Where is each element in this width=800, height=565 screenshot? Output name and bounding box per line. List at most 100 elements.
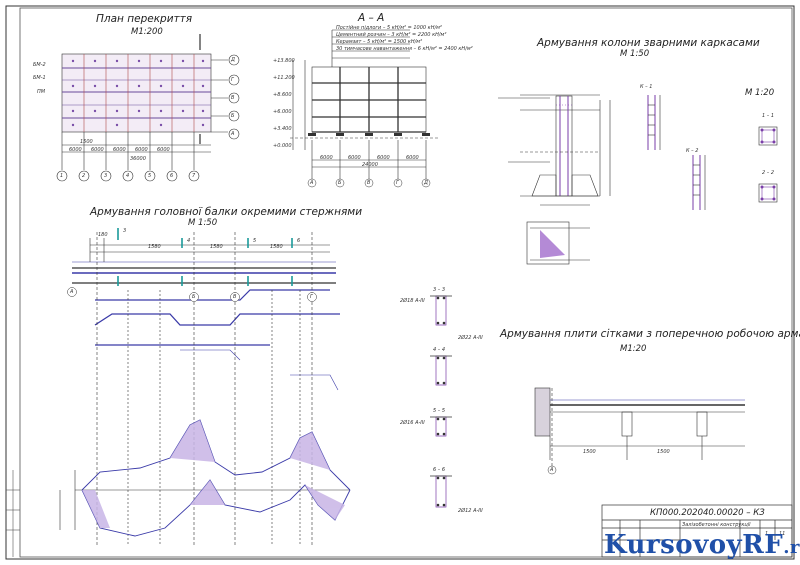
plan-dim-total: 36000	[130, 156, 146, 162]
title-block-code: КП000.202040.00020 – КЗ	[650, 508, 765, 518]
column-section-k2: К – 2	[686, 148, 699, 154]
plan-dim-6: 6000	[157, 147, 170, 153]
section-dim-4: 6000	[406, 155, 419, 161]
section-load-1: Постійне підлоги – 5 кН/м² = 1000 кН/м²	[336, 25, 442, 31]
rebar-label-2: 2Ø22 А-ІІІ	[458, 335, 483, 341]
rebar-label-4: 2Ø12 А-ІІІ	[458, 508, 483, 514]
row-axis-b: Б	[231, 113, 235, 119]
plan-dim-1: 1500	[80, 139, 93, 145]
section-axis-bubbles	[307, 178, 431, 188]
floor-plan	[61, 34, 228, 170]
col-axis-4: 4	[126, 173, 130, 179]
main-beam-cut-marks	[117, 228, 293, 286]
column-section-2-2: 2 – 2	[762, 170, 775, 176]
main-beam-dim-3: 1580	[210, 244, 223, 250]
section-footings	[308, 133, 430, 136]
section-axis-g: Г	[396, 180, 399, 186]
title-block-sheet-num: 1	[765, 531, 769, 537]
section-dim-3: 6000	[377, 155, 390, 161]
rebar-label-3: 2Ø16 А-ІІІ	[400, 420, 425, 426]
section-load-4: 30 тимчасове навантаження – 6 кН/м² = 24…	[336, 46, 473, 52]
section-axis-v: В	[367, 180, 371, 186]
plan-dim-4: 6000	[113, 147, 126, 153]
col-axis-2: 2	[82, 173, 86, 179]
column-scale-2: М 1:20	[745, 88, 775, 98]
level-1: +13.800	[273, 58, 295, 64]
level-2: +11.200	[273, 75, 295, 81]
beam-label-bm1: БМ-1	[33, 75, 46, 81]
beam-section-3-3: 3 – 3	[433, 287, 446, 293]
row-axis-g: Г	[231, 77, 234, 83]
main-beam-axis-b: Б	[192, 294, 196, 300]
beam-label-bm2: БМ-2	[33, 62, 46, 68]
section-load-2: Цементний розчин – 3 кН/м² = 2200 кН/м²	[336, 32, 447, 38]
section-title: А – А	[358, 12, 385, 24]
col-axis-6: 6	[170, 173, 174, 179]
column-section-1-1: 1 – 1	[762, 113, 775, 119]
left-stamp-strip	[6, 470, 20, 557]
col-axis-1: 1	[60, 173, 64, 179]
beam-envelope-hatch	[82, 420, 345, 528]
row-axis-v: В	[231, 95, 235, 101]
level-3: +8.600	[273, 92, 292, 98]
plan-dim-2: 6000	[69, 147, 82, 153]
main-beam-scale: М 1:50	[188, 218, 218, 228]
section-a-a	[290, 29, 440, 180]
col-axis-5: 5	[148, 173, 152, 179]
column-section-k1: К – 1	[640, 84, 653, 90]
cut-mark-5: 5	[253, 238, 257, 244]
main-beam-axis-bubbles	[67, 287, 317, 302]
section-dim-1: 6000	[320, 155, 333, 161]
main-beam	[59, 232, 350, 545]
row-axis-d: Д	[231, 57, 235, 63]
main-beam-dim-1: 180	[98, 232, 108, 238]
beam-section-4-4: 4 – 4	[433, 347, 446, 353]
section-load-3: Керамзит – 5 кН/м² = 1500 кН/м²	[336, 39, 423, 45]
column-detail	[498, 94, 778, 265]
floor-plan-title: План перекриття	[96, 13, 193, 25]
section-dim-2: 6000	[348, 155, 361, 161]
title-block-sheets: 11	[779, 531, 786, 537]
slab-axis-bubble	[547, 465, 557, 475]
column-hatches	[540, 128, 776, 258]
beam-cross-sections	[430, 295, 452, 508]
cut-mark-6: 6	[297, 238, 301, 244]
title-block-sheet-name: Залізобетонні конструкції	[682, 522, 751, 528]
main-beam-axis-v: В	[233, 294, 237, 300]
main-beam-dim-4: 1580	[270, 244, 283, 250]
level-6: +0.000	[273, 143, 292, 149]
watermark-brand: KursovoyRF	[604, 530, 784, 560]
slab-dim-2: 1500	[657, 449, 670, 455]
slab-dim-1: 1500	[583, 449, 596, 455]
section-axis-b: Б	[338, 180, 342, 186]
main-beam-title: Армування головної балки окремими стержн…	[90, 206, 363, 218]
cut-mark-4: 4	[187, 238, 191, 244]
watermark: KursovoyRF.ru	[604, 530, 800, 560]
cut-mark-3: 3	[123, 228, 127, 234]
slab-detail	[534, 387, 745, 470]
section-dim-total: 24000	[362, 162, 378, 168]
main-beam-axis-a: А	[70, 289, 74, 295]
beam-section-6-6: 6 – 6	[433, 467, 446, 473]
slab-scale: М1:20	[620, 344, 647, 354]
level-4: +6.000	[273, 109, 292, 115]
watermark-tld: .ru	[783, 537, 800, 558]
col-axis-7: 7	[192, 173, 196, 179]
title-block-lines	[601, 504, 793, 558]
column-title: Армування колони зварними каркасами	[537, 37, 760, 49]
col-axis-3: 3	[104, 173, 108, 179]
section-axis-d: Д	[424, 180, 428, 186]
column-scale: М 1:50	[620, 49, 650, 59]
plan-dim-3: 6000	[91, 147, 104, 153]
beam-section-5-5: 5 – 5	[433, 408, 446, 414]
row-axis-a: А	[231, 131, 235, 137]
beam-label-pm: ПМ	[37, 89, 46, 95]
rebar-label-1: 2Ø18 А-ІІІ	[400, 298, 425, 304]
floor-plan-axis-bubbles	[56, 54, 240, 182]
beam-section-dots	[436, 296, 446, 507]
section-axis-a: А	[310, 180, 314, 186]
level-5: +3.400	[273, 126, 292, 132]
plan-dim-5: 6000	[135, 147, 148, 153]
